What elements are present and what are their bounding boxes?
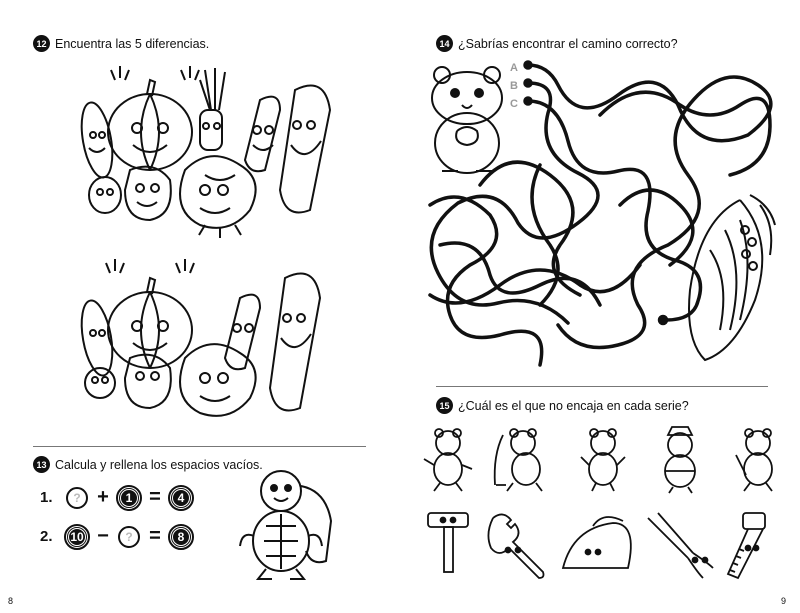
maze-start-labels: A B C	[510, 59, 522, 113]
hamster-illustration	[431, 66, 503, 174]
hand-top-left	[110, 66, 130, 81]
bear-3[interactable]	[580, 428, 626, 492]
exercise-15-number: 15	[436, 397, 453, 414]
zucchini	[278, 84, 332, 214]
exercise-13-title: 13 Calcula y rellena los espacios vacíos…	[33, 456, 263, 473]
maze-path-b-line	[429, 81, 600, 325]
maze-path-a[interactable]: A	[510, 59, 522, 77]
saw-tool[interactable]	[726, 512, 766, 580]
math-row-2: 2. 10 − ? = 8	[40, 523, 194, 550]
pumpkin	[107, 78, 193, 171]
plus-sign: +	[97, 486, 109, 508]
row-label: 2.	[40, 528, 53, 545]
maze-path-a-line	[526, 63, 773, 350]
result: 8	[168, 523, 194, 550]
equals-sign: =	[149, 486, 161, 508]
carrot	[243, 95, 282, 173]
tools-series	[427, 512, 766, 580]
hand-top-mid	[175, 259, 195, 274]
exercise-14-number: 14	[436, 35, 453, 52]
turtle-illustration	[239, 470, 333, 580]
vegetables-illustration-bottom	[80, 259, 322, 417]
iron-tool[interactable]	[561, 516, 632, 569]
exercise-14-title: 14 ¿Sabrías encontrar el camino correcto…	[436, 35, 678, 52]
wrench-tool[interactable]	[487, 513, 545, 579]
unknown-input[interactable]: ?	[66, 486, 88, 509]
maze-path-c[interactable]: C	[510, 95, 522, 113]
onion	[84, 367, 116, 399]
onion	[88, 176, 122, 214]
page-number-right: 9	[781, 596, 787, 606]
exercise-13-text: Calcula y rellena los espacios vacíos.	[55, 457, 263, 472]
equals-sign: =	[149, 525, 161, 547]
exercise-15-title: 15 ¿Cuál es el que no encaja en cada ser…	[436, 397, 689, 414]
path-c-label: C	[510, 98, 518, 110]
leek	[199, 68, 226, 151]
cucumber-left	[80, 101, 114, 179]
unknown-input[interactable]: ?	[118, 525, 140, 548]
carrot	[223, 293, 262, 371]
bear-2[interactable]	[493, 428, 543, 492]
left-divider	[33, 446, 366, 447]
pepper	[123, 165, 172, 222]
exercise-12-text: Encuentra las 5 diferencias.	[55, 36, 210, 51]
pumpkin	[107, 276, 193, 369]
exercise-14-text: ¿Sabrías encontrar el camino correcto?	[458, 36, 678, 51]
feet	[198, 224, 242, 238]
exercise-13-number: 13	[33, 456, 50, 473]
math-row-1: 1. ? + 1 = 4	[40, 484, 194, 511]
right-divider	[436, 386, 768, 387]
operand: 10	[64, 523, 90, 550]
path-a-label: A	[510, 62, 518, 74]
page-number-left: 8	[8, 596, 14, 606]
maze-paths	[428, 60, 773, 367]
row-label: 1.	[40, 489, 53, 506]
minus-sign: −	[97, 525, 109, 547]
exercise-15-text: ¿Cuál es el que no encaja en cada serie?	[458, 398, 689, 413]
corn-illustration	[688, 194, 776, 362]
path-b-label: B	[510, 80, 518, 92]
cucumber-left	[80, 299, 114, 377]
exercise-12-number: 12	[33, 35, 50, 52]
cabbage	[179, 155, 257, 229]
cabbage	[179, 343, 257, 417]
bear-4[interactable]	[664, 426, 696, 494]
maze-path-b[interactable]: B	[510, 77, 522, 95]
bear-5[interactable]	[735, 428, 773, 492]
exercise-12-title: 12 Encuentra las 5 diferencias.	[33, 35, 209, 52]
hand-top-left	[105, 259, 125, 274]
vegetables-illustration-top	[80, 66, 332, 238]
hammer-tool[interactable]	[427, 512, 469, 573]
pliers-tool[interactable]	[647, 512, 714, 579]
result: 4	[168, 484, 194, 511]
bear-1[interactable]	[423, 428, 473, 492]
hand-top-mid	[180, 66, 200, 81]
pepper	[123, 353, 172, 410]
bears-series	[423, 426, 773, 494]
operand: 1	[116, 484, 142, 511]
zucchini	[268, 272, 322, 412]
maze-path-c-line	[526, 99, 703, 322]
